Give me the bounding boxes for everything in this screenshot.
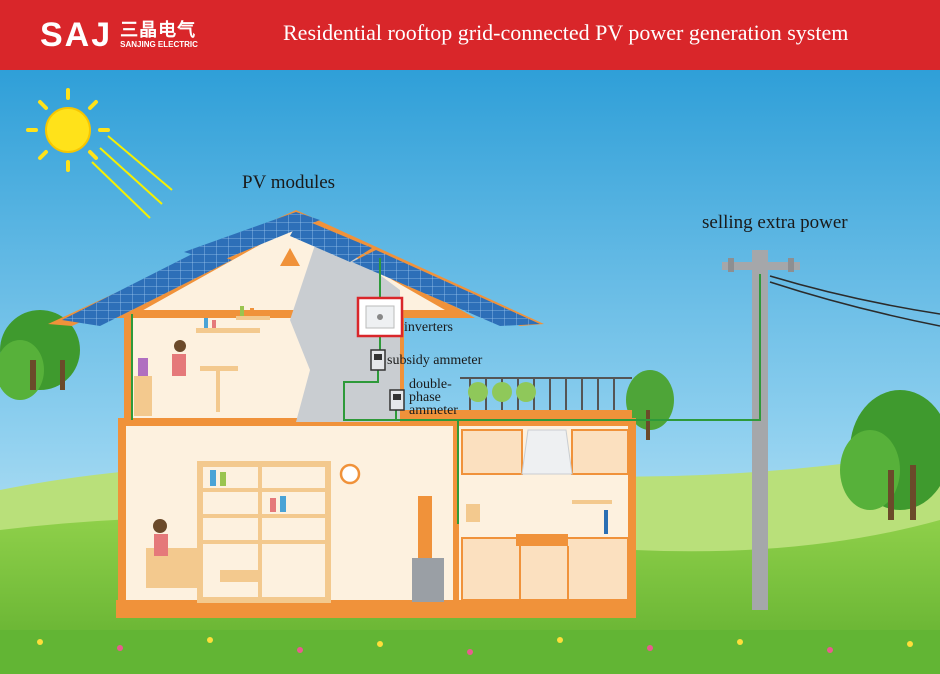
pv-modules-label: PV modules [242,172,336,193]
solar-panel-icon [48,210,544,326]
page-title: Residential rooftop grid-connected PV po… [283,20,849,45]
flowers [0,630,940,674]
tree-icon [0,310,80,400]
double-phase-ammeter-label: double- phase ammeter [409,377,458,418]
power-wiring [131,258,761,524]
scene-illustration [0,70,940,674]
logo-text: 三晶电气 SANJING ELECTRIC [120,20,198,50]
ammeter-icon [389,389,405,411]
utility-pole-icon [722,250,940,610]
logo-mark: SAJ [40,16,113,54]
inverter-icon [356,296,404,338]
subsidy-ammeter-label: subsidy ammeter [387,353,483,368]
logo-english-name: SANJING ELECTRIC [120,40,198,49]
ammeter-icon [370,349,386,371]
house-base [116,600,636,618]
logo-chinese-name: 三晶电气 [120,20,197,40]
sun-icon [26,88,173,219]
saj-logo: SAJ 三晶电气 SANJING ELECTRIC [40,18,198,52]
cutaway-wall [290,230,400,422]
tree-icon [840,390,940,520]
balcony [400,377,632,418]
study-room [134,248,300,416]
living-room [146,461,444,603]
tree-icon [626,370,674,440]
header-bar: SAJ 三晶电气 SANJING ELECTRIC Residential ro… [0,0,940,70]
selling-extra-power-label: selling extra power [702,212,848,233]
inverters-label: inverters [404,320,453,335]
kitchen [461,429,629,601]
